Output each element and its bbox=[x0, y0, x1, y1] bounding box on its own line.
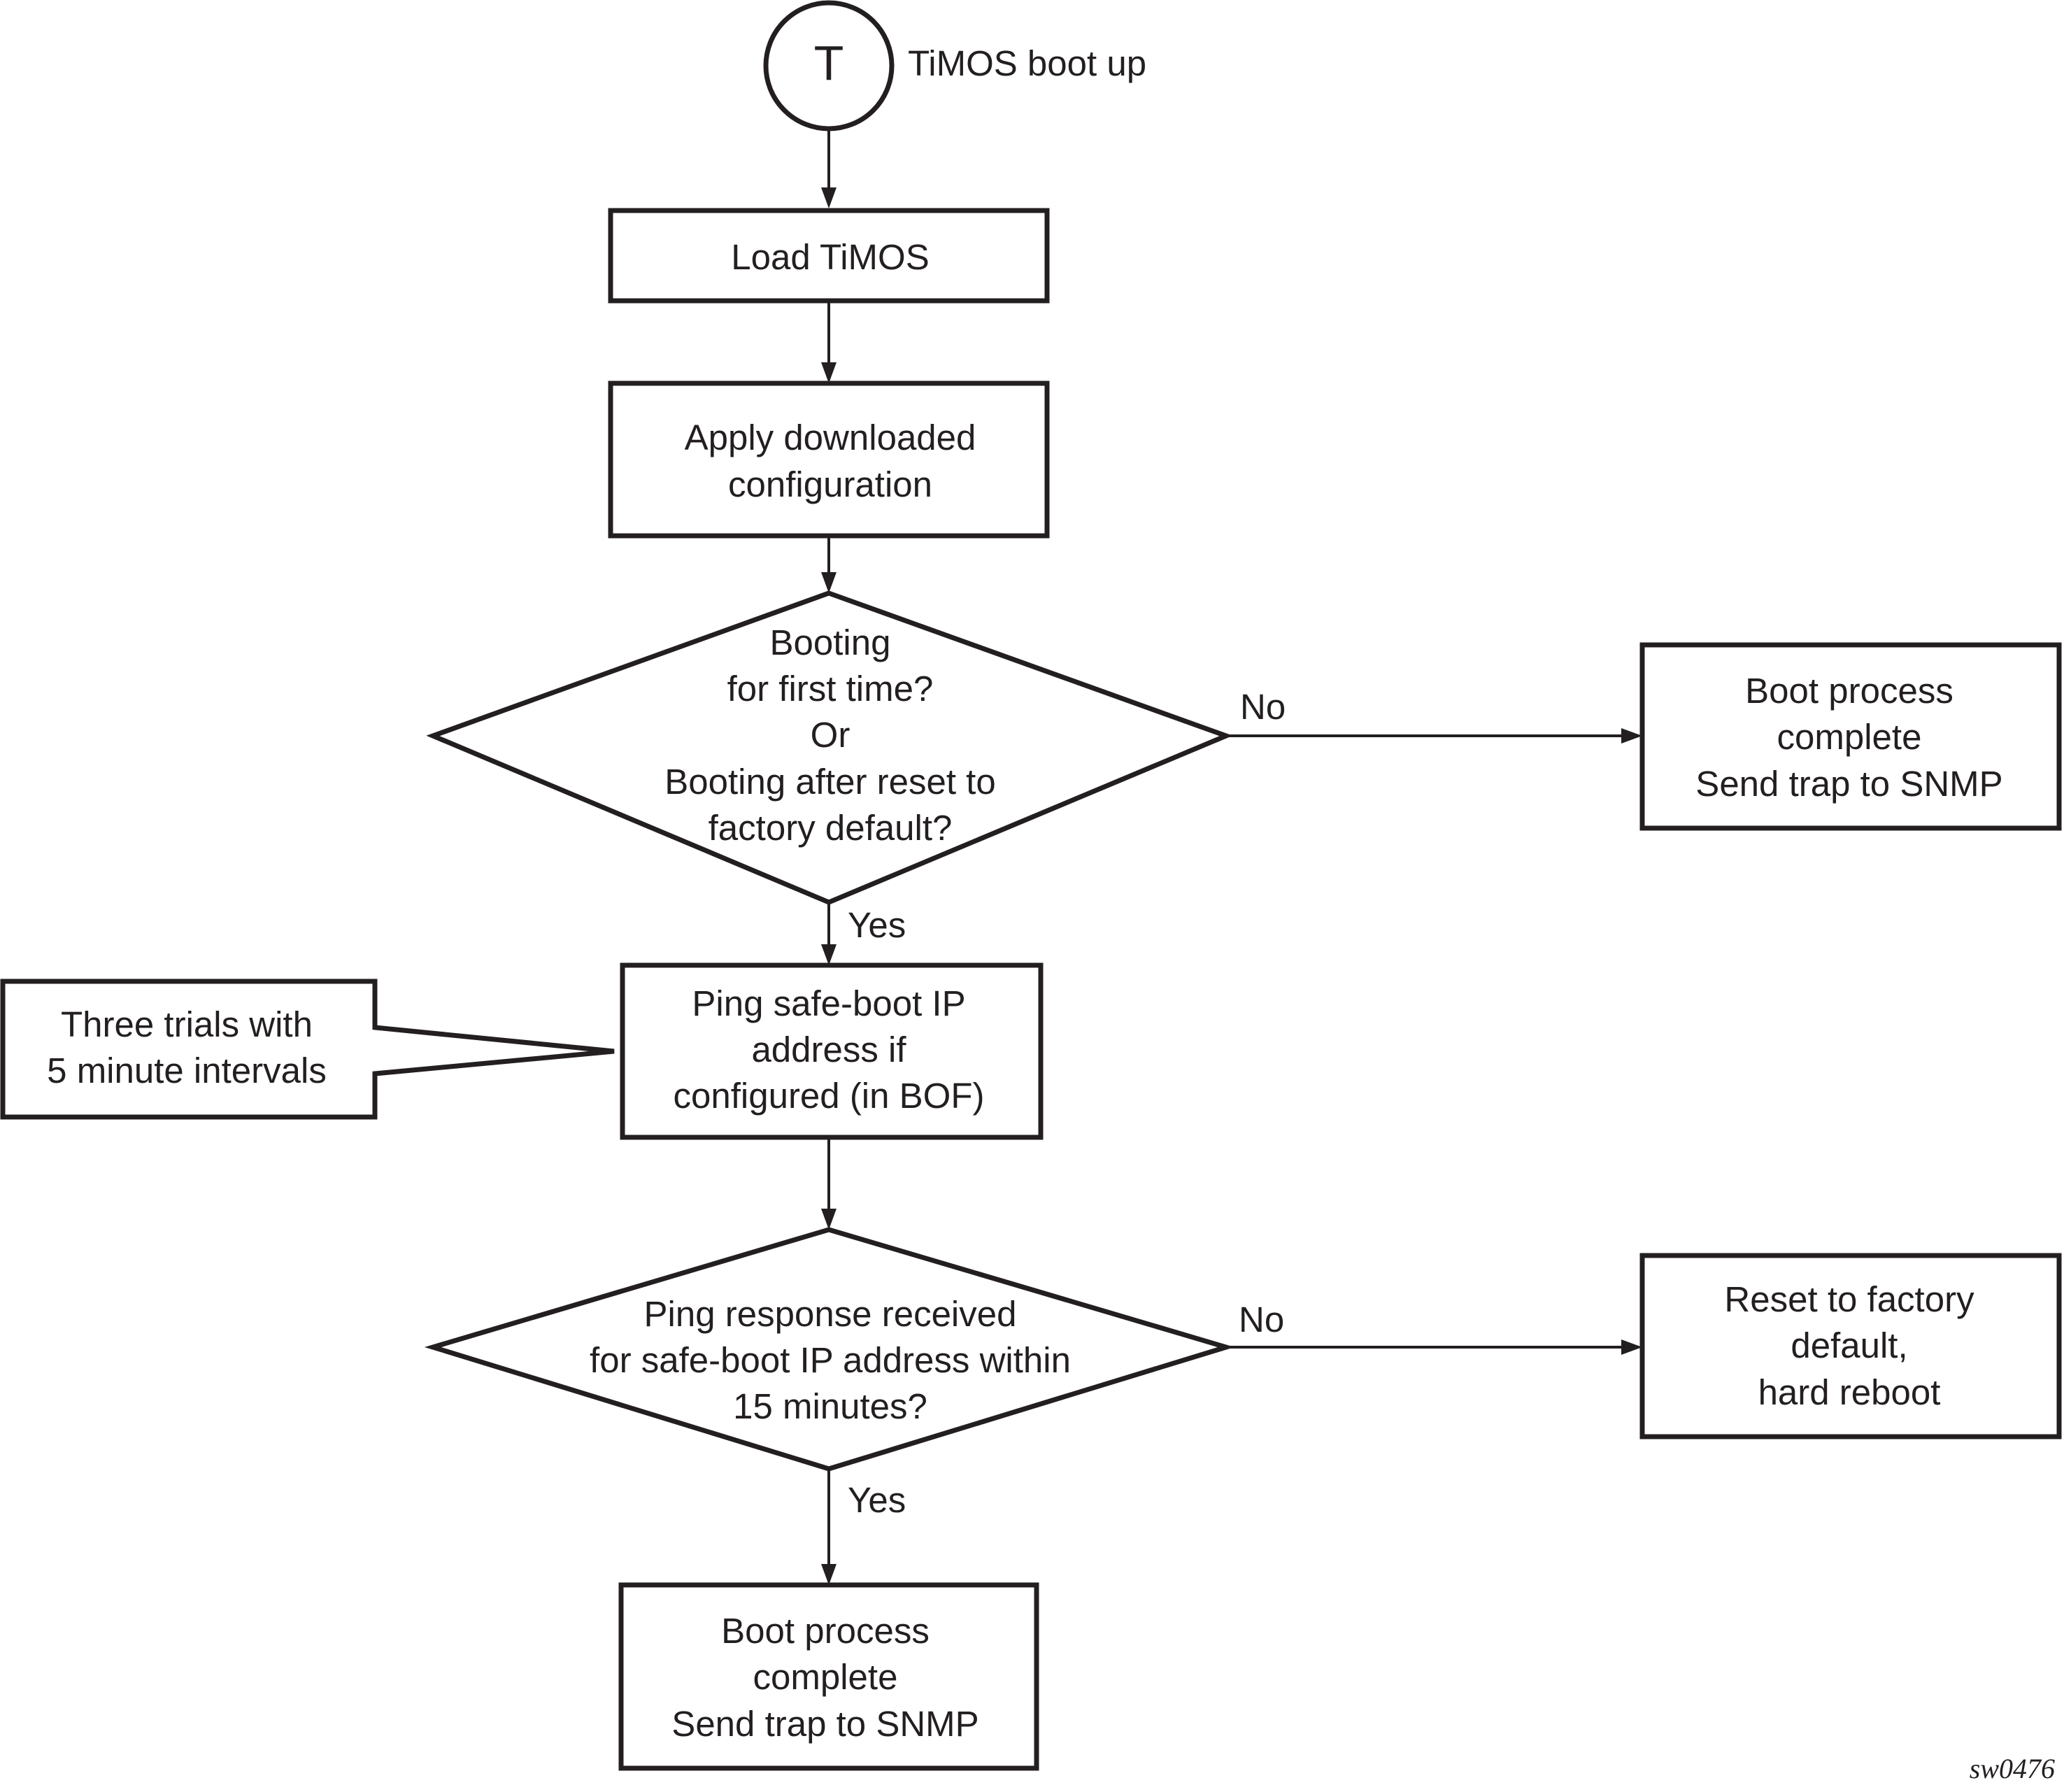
edge-label-no-2: No bbox=[1239, 1300, 1284, 1339]
step-ping-safe-boot bbox=[620, 962, 1044, 1140]
decision-first-boot bbox=[426, 590, 1233, 905]
step-apply-config-line2: configuration bbox=[728, 464, 932, 504]
start-label: TiMOS boot up bbox=[908, 43, 1146, 83]
outcome-boot-complete-right-line2: complete bbox=[1777, 717, 1922, 757]
callout-three-trials-line1: Three trials with bbox=[61, 1004, 313, 1044]
callout-three-trials-line2: 5 minute intervals bbox=[47, 1051, 327, 1090]
decision-first-boot-line2: for first time? bbox=[727, 669, 934, 709]
outcome-boot-complete-right-line1: Boot process bbox=[1745, 671, 1953, 711]
step-ping-safe-boot-line1: Ping safe-boot IP bbox=[692, 983, 965, 1023]
outcome-reset-factory-line3: hard reboot bbox=[1758, 1372, 1941, 1412]
decision-ping-response-line1: Ping response received bbox=[644, 1294, 1017, 1334]
outcome-reset-factory-line2: default, bbox=[1791, 1325, 1907, 1365]
connectors bbox=[821, 131, 1642, 1585]
arrowhead-decision1-no bbox=[1621, 728, 1642, 744]
edge-label-yes-1: Yes bbox=[848, 905, 906, 945]
step-apply-config-line1: Apply downloaded bbox=[685, 418, 976, 457]
decision-first-boot-line4: Booting after reset to bbox=[664, 762, 995, 802]
decision-ping-response-line2: for safe-boot IP address within bbox=[590, 1340, 1071, 1380]
figure-id: sw0476 bbox=[1970, 1753, 2055, 1784]
callout-three-trials bbox=[0, 979, 615, 1120]
arrowhead-start-to-load bbox=[821, 187, 837, 208]
step-apply-config bbox=[608, 381, 1050, 539]
decision-ping-response-line3: 15 minutes? bbox=[733, 1386, 927, 1426]
outcome-boot-complete-right-line3: Send trap to SNMP bbox=[1695, 764, 2002, 804]
outcome-boot-complete-bottom-line3: Send trap to SNMP bbox=[671, 1704, 978, 1744]
step-ping-safe-boot-line3: configured (in BOF) bbox=[673, 1076, 984, 1116]
decision-ping-response bbox=[424, 1227, 1235, 1472]
decision-first-boot-line5: factory default? bbox=[709, 808, 953, 848]
arrowhead-ping-to-decision2 bbox=[821, 1209, 837, 1230]
step-load-timos-text: Load TiMOS bbox=[731, 237, 929, 277]
decision-first-boot-line3: Or bbox=[811, 715, 850, 755]
start-terminator bbox=[763, 0, 895, 131]
outcome-boot-complete-bottom-line1: Boot process bbox=[721, 1611, 930, 1651]
arrowhead-load-to-apply bbox=[821, 362, 837, 383]
outcome-boot-complete-bottom-line2: complete bbox=[753, 1657, 898, 1697]
arrowhead-decision1-yes bbox=[821, 944, 837, 965]
outcome-boot-complete-right bbox=[1639, 642, 2062, 831]
step-load-timos bbox=[608, 208, 1050, 304]
arrowhead-decision2-yes bbox=[821, 1564, 837, 1585]
edge-label-no-1: No bbox=[1240, 687, 1286, 727]
outcome-boot-complete-bottom bbox=[618, 1582, 1039, 1771]
outcome-reset-factory bbox=[1639, 1253, 2062, 1439]
outcome-reset-factory-line1: Reset to factory bbox=[1724, 1279, 1974, 1319]
edge-label-yes-2: Yes bbox=[848, 1480, 906, 1520]
arrowhead-apply-to-decision1 bbox=[821, 572, 837, 593]
start-symbol: T bbox=[814, 36, 844, 90]
step-ping-safe-boot-line2: address if bbox=[751, 1030, 906, 1069]
decision-first-boot-line1: Booting bbox=[770, 623, 891, 662]
arrowhead-decision2-no bbox=[1621, 1339, 1642, 1355]
